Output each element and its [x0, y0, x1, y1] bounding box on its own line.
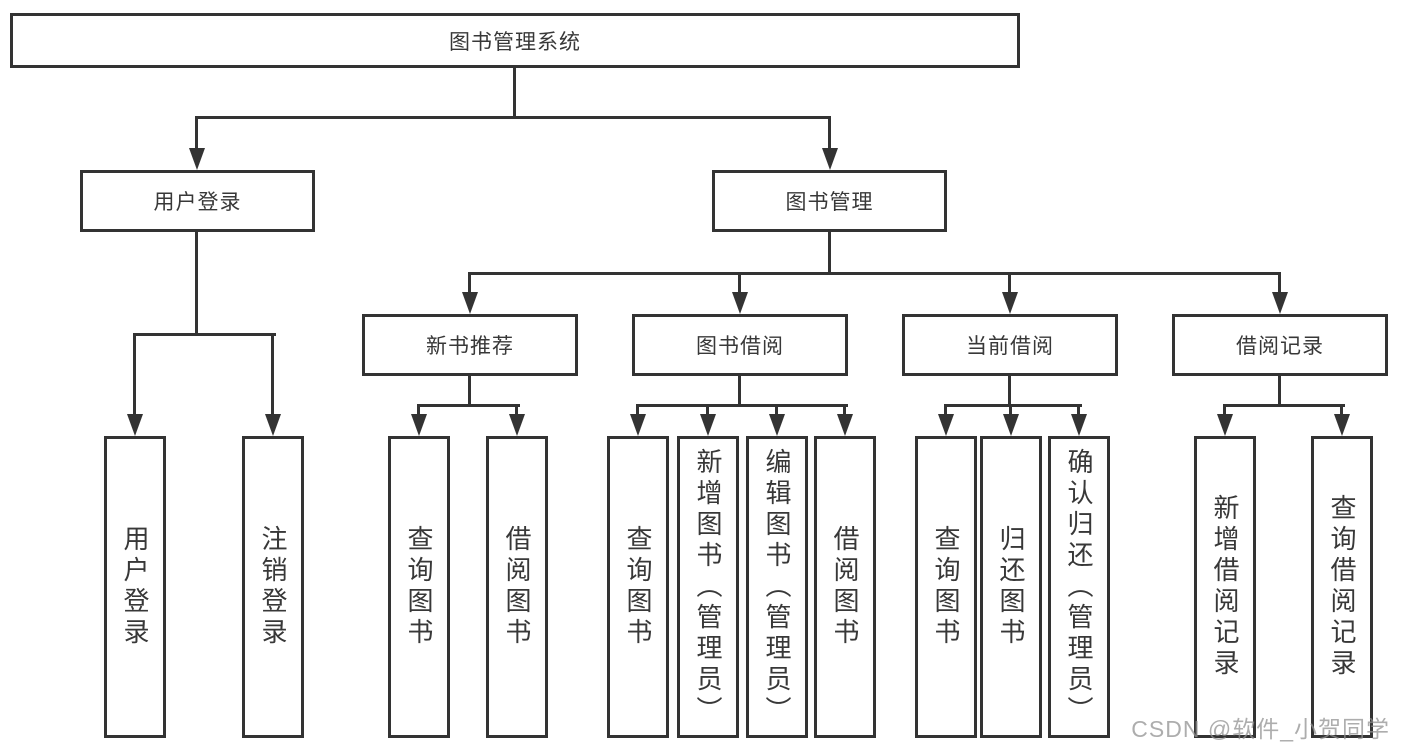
arrow-g5-add: [1217, 414, 1233, 436]
node-new-book-recommendation: 新书推荐: [362, 314, 578, 376]
arrow-g2-borrow: [509, 414, 525, 436]
arrow-g3-edit: [769, 414, 785, 436]
leaf-add-book-admin: 新增图书（管理员）: [677, 436, 739, 738]
connector-drop-g3-1: [636, 404, 639, 417]
connector-current-stem: [1008, 376, 1011, 407]
connector-borrowing-stem: [738, 376, 741, 407]
connector-user-login-stem: [195, 232, 198, 335]
connector-drop-g4-2: [1009, 404, 1012, 417]
node-borrowing-records: 借阅记录: [1172, 314, 1388, 376]
connector-book-mgmt-bus: [468, 272, 1281, 275]
leaf-query-books-current: 查询图书: [915, 436, 977, 738]
connector-records-bus: [1223, 404, 1345, 407]
leaf-user-login: 用户登录: [104, 436, 166, 738]
arrow-user-login: [189, 148, 205, 170]
connector-drop-book-mgmt: [828, 116, 831, 152]
arrow-leaf-logout: [265, 414, 281, 436]
leaf-confirm-return-admin: 确认归还（管理员）: [1048, 436, 1110, 738]
connector-new-book-bus: [417, 404, 520, 407]
connector-root-stem: [513, 68, 516, 118]
arrow-book-mgmt: [822, 148, 838, 170]
arrow-g3-add: [700, 414, 716, 436]
connector-drop-current: [1008, 272, 1011, 296]
connector-drop-records: [1278, 272, 1281, 296]
leaf-query-borrow-record: 查询借阅记录: [1311, 436, 1373, 738]
node-current-borrowing: 当前借阅: [902, 314, 1118, 376]
leaf-edit-book-admin: 编辑图书（管理员）: [746, 436, 808, 738]
arrow-g3-query: [630, 414, 646, 436]
leaf-query-books-recommend: 查询图书: [388, 436, 450, 738]
csdn-watermark: CSDN @软件_小贺同学: [1131, 716, 1390, 742]
connector-drop-g3-2: [706, 404, 709, 417]
arrow-records: [1272, 292, 1288, 314]
connector-user-login-bus: [133, 333, 276, 336]
connector-drop-g5-2: [1340, 404, 1343, 417]
node-user-login: 用户登录: [80, 170, 315, 232]
leaf-return-books: 归还图书: [980, 436, 1042, 738]
connector-root-bus: [195, 116, 831, 119]
connector-drop-leaf-login: [133, 333, 136, 416]
connector-drop-borrowing: [738, 272, 741, 296]
connector-drop-g4-3: [1077, 404, 1080, 417]
arrow-g2-query: [411, 414, 427, 436]
connector-drop-g5-1: [1223, 404, 1226, 417]
leaf-borrow-books-recommend: 借阅图书: [486, 436, 548, 738]
node-book-borrowing: 图书借阅: [632, 314, 848, 376]
connector-drop-g2-2: [515, 404, 518, 417]
arrow-g4-confirm: [1071, 414, 1087, 436]
leaf-borrow-books-borrowing: 借阅图书: [814, 436, 876, 738]
node-book-management: 图书管理: [712, 170, 947, 232]
connector-drop-g2-1: [417, 404, 420, 417]
arrow-g5-query: [1334, 414, 1350, 436]
connector-drop-new-book: [468, 272, 471, 296]
arrow-new-book: [462, 292, 478, 314]
leaf-query-books-borrowing: 查询图书: [607, 436, 669, 738]
connector-records-stem: [1278, 376, 1281, 407]
arrow-g3-borrow: [837, 414, 853, 436]
arrow-g4-return: [1003, 414, 1019, 436]
leaf-logout: 注销登录: [242, 436, 304, 738]
connector-book-mgmt-stem: [828, 232, 831, 274]
arrow-leaf-login: [127, 414, 143, 436]
connector-drop-g4-1: [944, 404, 947, 417]
connector-drop-g3-4: [843, 404, 846, 417]
connector-drop-g3-3: [775, 404, 778, 417]
connector-current-bus: [944, 404, 1082, 407]
arrow-current: [1002, 292, 1018, 314]
arrow-g4-query: [938, 414, 954, 436]
node-library-management-system: 图书管理系统: [10, 13, 1020, 68]
connector-drop-user-login: [195, 116, 198, 152]
arrow-borrowing: [732, 292, 748, 314]
connector-new-book-stem: [468, 376, 471, 407]
connector-borrowing-bus: [636, 404, 848, 407]
connector-drop-leaf-logout: [271, 333, 274, 416]
leaf-add-borrow-record: 新增借阅记录: [1194, 436, 1256, 738]
